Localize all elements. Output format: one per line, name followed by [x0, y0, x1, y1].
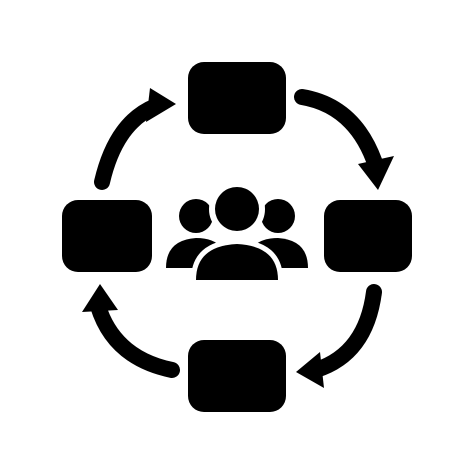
person-center-icon: [196, 187, 278, 280]
bottom-right-arrow: [296, 284, 382, 388]
left-box: [62, 200, 152, 272]
person-center-outline: [191, 181, 283, 283]
top-box: [188, 62, 286, 134]
top-left-arrow: [94, 88, 176, 190]
people-group-icon: [166, 181, 308, 283]
bottom-left-arrow: [82, 284, 180, 378]
bottom-box: [188, 340, 286, 412]
top-right-arrow: [294, 89, 394, 190]
right-box: [324, 200, 412, 272]
